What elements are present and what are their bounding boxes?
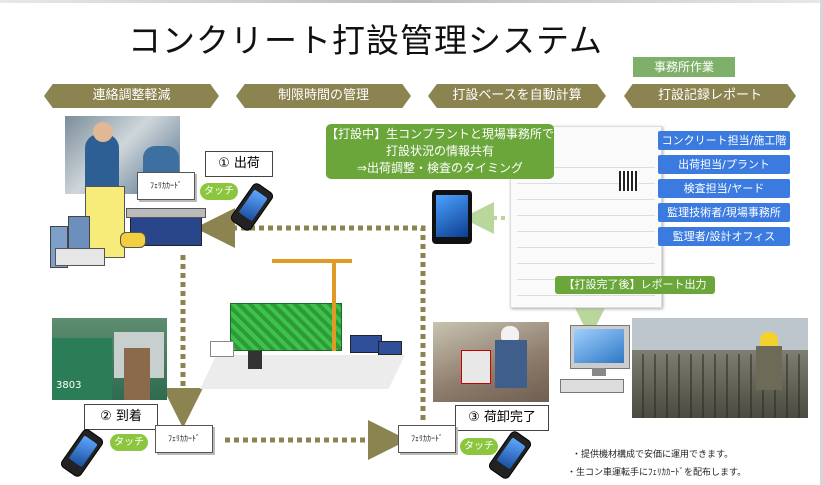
site-inspection-photo: [632, 318, 808, 418]
unload-photo: [433, 322, 549, 402]
truck-number: 3803: [56, 380, 82, 391]
during-pour-callout: 【打設中】生コンプラントと現場事務所で 打設状況の情報共有 ⇒出荷調整・検査のタ…: [326, 124, 554, 179]
top-rule: [0, 0, 823, 3]
arrive-truck-photo: 3803: [52, 318, 167, 400]
touch-badge-3: タッチ: [460, 438, 498, 455]
banner-coordination: 連絡調整軽減: [44, 84, 219, 108]
construction-site-illustration: [200, 255, 405, 390]
office-work-tag: 事務所作業: [633, 57, 735, 77]
touch-badge-2: タッチ: [110, 434, 148, 451]
felica-card-3: ﾌｪﾘｶｶｰﾄﾞ: [398, 425, 456, 453]
step-unload-label: ③ 荷卸完了: [455, 405, 549, 431]
right-rule: [820, 0, 823, 485]
banner-time-limit: 制限時間の管理: [236, 84, 411, 108]
computer-icon: [560, 325, 632, 395]
role-shipping: 出荷担当/プラント: [658, 155, 790, 174]
qr-code-icon: [619, 171, 639, 191]
felica-card-1: ﾌｪﾘｶｶｰﾄﾞ: [137, 172, 195, 200]
touch-badge-1: タッチ: [200, 183, 238, 200]
report-output-callout: 【打設完了後】レポート出力: [555, 276, 715, 294]
callout-line-1: 【打設中】生コンプラントと現場事務所で: [326, 127, 554, 141]
tablet-device: [432, 190, 472, 244]
callout-line-2: 打設状況の情報共有: [385, 144, 494, 158]
plant-illustration: [50, 186, 206, 268]
role-inspection: 検査担当/ヤード: [658, 179, 790, 198]
role-supervisor: 監理者/設計オフィス: [658, 227, 790, 246]
note-cost: ・提供機材構成で安価に運用できます。: [572, 450, 734, 460]
note-card-distribution: ・生コン車運転手にﾌｪﾘｶｶｰﾄﾞを配布します。: [567, 468, 747, 478]
slide-title: コンクリート打設管理システム: [128, 21, 604, 60]
banner-report: 打設記録レポート: [624, 84, 796, 108]
step-ship-label: ① 出荷: [205, 151, 273, 177]
role-list: コンクリート担当/施工階 出荷担当/プラント 検査担当/ヤード 監理技術者/現場…: [658, 131, 790, 251]
step-arrive-label: ② 到着: [84, 404, 158, 430]
role-concrete: コンクリート担当/施工階: [658, 131, 790, 150]
arrow-unload-to-plant: [195, 208, 426, 420]
felica-card-2: ﾌｪﾘｶｶｰﾄﾞ: [155, 425, 213, 453]
callout-line-3: ⇒出荷調整・検査のタイミング: [356, 161, 524, 175]
role-chief-engineer: 監理技術者/現場事務所: [658, 203, 790, 222]
banner-auto-calc: 打設ベースを自動計算: [428, 84, 606, 108]
loading-photo: [65, 116, 180, 194]
